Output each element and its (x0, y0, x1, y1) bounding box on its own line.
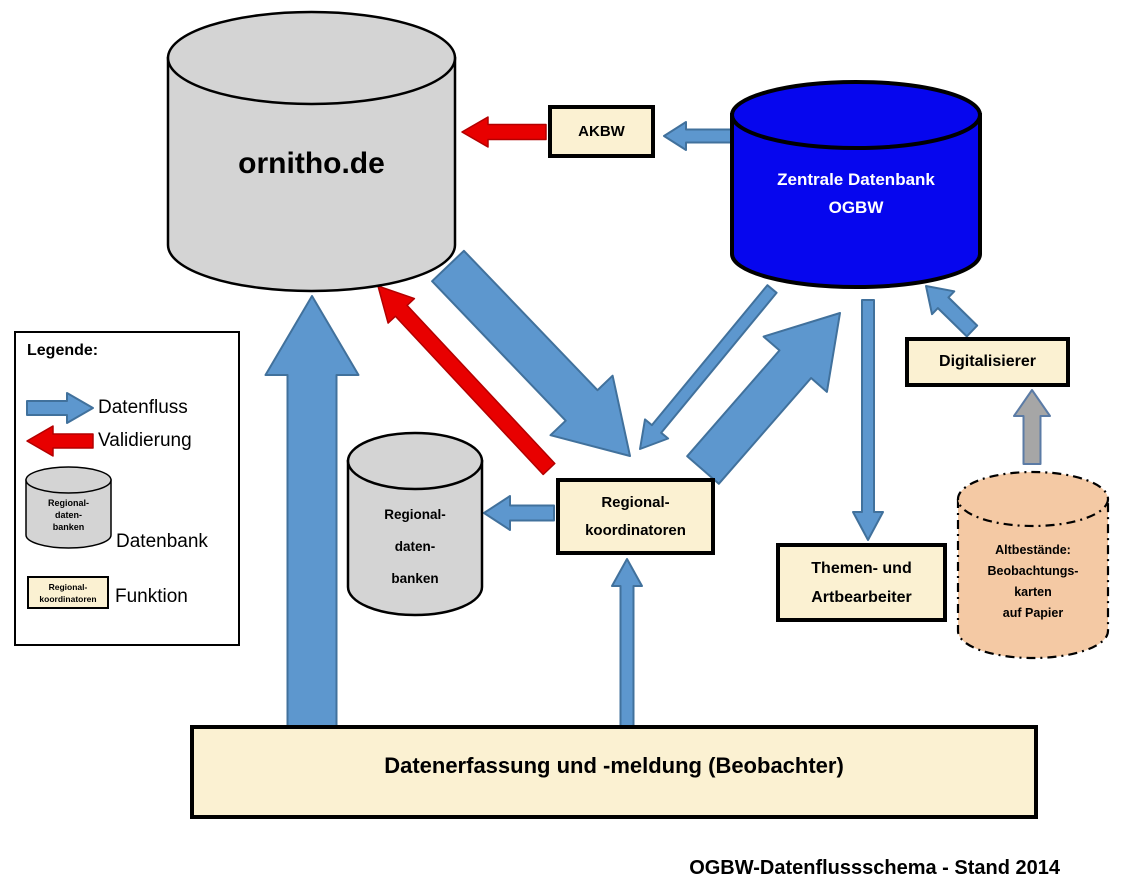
alt-line2: Beobachtungs- (987, 564, 1079, 578)
arrow-scan-altbestaende-to-digitalisierer (1013, 389, 1051, 465)
cylinder-top (25, 466, 112, 494)
cylinder-body (346, 459, 484, 617)
datenerfassung-label: Datenerfassung und -meldung (Beobachter) (384, 753, 844, 778)
altbestaende-cylinder (956, 470, 1110, 660)
cylinder-top (956, 470, 1110, 528)
zentrale-datenbank-line2: OGBW (828, 198, 884, 217)
ornitho-label: ornitho.de (238, 147, 385, 180)
footer-caption: OGBW-Datenflussschema - Stand 2014 (689, 857, 1060, 879)
arrow-validierung-regionalkoordinatoren-to-ornitho (377, 285, 556, 476)
arrow-layer (26, 116, 1051, 727)
arrow-datenfluss-digitalisierer-to-zentraledatenbank (925, 285, 979, 338)
legend-datenbank-cylinder (25, 466, 112, 549)
zentrale-datenbank-label: Zentrale Datenbank OGBW (732, 166, 980, 222)
legend-funktion-label: Funktion (115, 586, 188, 607)
digitalisierer-box: Digitalisierer (905, 337, 1070, 387)
regionaldatenbanken-label: Regional- daten- banken (348, 499, 482, 595)
legend-panel (14, 331, 240, 646)
rk-line1: Regional- (601, 493, 670, 511)
alt-line4: auf Papier (1002, 606, 1064, 620)
arrow-legend-validierung (26, 425, 94, 457)
arrow-datenfluss-beobachter-to-ornitho (264, 295, 360, 727)
rk-line2: koordinatoren (585, 521, 686, 539)
cylinder-top (166, 10, 457, 106)
arrow-validierung-akbw-to-ornitho (461, 116, 547, 148)
legend-func-line2: koordinatoren (39, 593, 97, 604)
legend-datenbank-sample-label: Regional- daten- banken (26, 497, 111, 533)
digitalisierer-label: Digitalisierer (939, 353, 1036, 370)
zentrale-datenbank-cylinder (730, 80, 982, 289)
akbw-label: AKBW (578, 123, 625, 140)
cylinder-body (956, 497, 1110, 660)
arrow-datenfluss-ornitho-to-regionalkoordinatoren (431, 249, 631, 457)
altbestaende-label: Altbestände: Beobachtungs- karten auf Pa… (958, 540, 1108, 624)
arrow-datenfluss-regionalkoordinatoren-to-regionaldatenbanken (483, 495, 555, 531)
legend-db-line1: Regional- (47, 498, 89, 508)
themen-artbearbeiter-box: Themen- und Artbearbeiter (776, 543, 947, 622)
legend-title: Legende: (27, 342, 99, 359)
arrow-datenfluss-regionalkoordinatoren-to-zentraledatenbank (686, 312, 841, 485)
alt-line1: Altbestände: (995, 543, 1071, 557)
cylinder-body (166, 56, 457, 293)
cylinder-body (25, 479, 112, 549)
themen-line1: Themen- und (811, 559, 912, 577)
themen-line2: Artbearbeiter (811, 588, 912, 606)
rdb-line3: banken (391, 571, 439, 586)
arrow-datenfluss-beobachter-to-regionalkoordinatoren (611, 558, 643, 727)
rdb-line2: daten- (394, 539, 436, 554)
legend-funktion-sample-box: Regional- koordinatoren (27, 576, 109, 609)
datenerfassung-box: Datenerfassung und -meldung (Beobachter) (190, 725, 1038, 819)
regionaldatenbanken-cylinder (346, 431, 484, 617)
legend-datenfluss-label: Datenfluss (98, 397, 188, 418)
legend-db-line3: banken (52, 522, 85, 532)
alt-line3: karten (1014, 585, 1052, 599)
zentrale-datenbank-line1: Zentrale Datenbank (777, 170, 935, 189)
cylinder-body (730, 113, 982, 289)
ornitho-database-cylinder (166, 10, 457, 293)
arrow-datenfluss-zentraledatenbank-to-akbw (663, 121, 736, 151)
arrow-legend-datenfluss (26, 392, 94, 424)
akbw-box: AKBW (548, 105, 655, 158)
rdb-line1: Regional- (384, 507, 446, 522)
arrow-datenfluss-zentraledatenbank-to-themenbearbeiter (852, 299, 884, 541)
cylinder-top (346, 431, 484, 491)
arrow-datenfluss-zentraledatenbank-to-regionalkoordinatoren (639, 284, 778, 450)
legend-datenbank-label: Datenbank (116, 531, 208, 552)
legend-db-line2: daten- (55, 510, 82, 520)
cylinder-top (730, 80, 982, 150)
legend-validierung-label: Validierung (98, 430, 192, 451)
regionalkoordinatoren-box: Regional- koordinatoren (556, 478, 715, 555)
legend-func-line1: Regional- (48, 581, 88, 592)
